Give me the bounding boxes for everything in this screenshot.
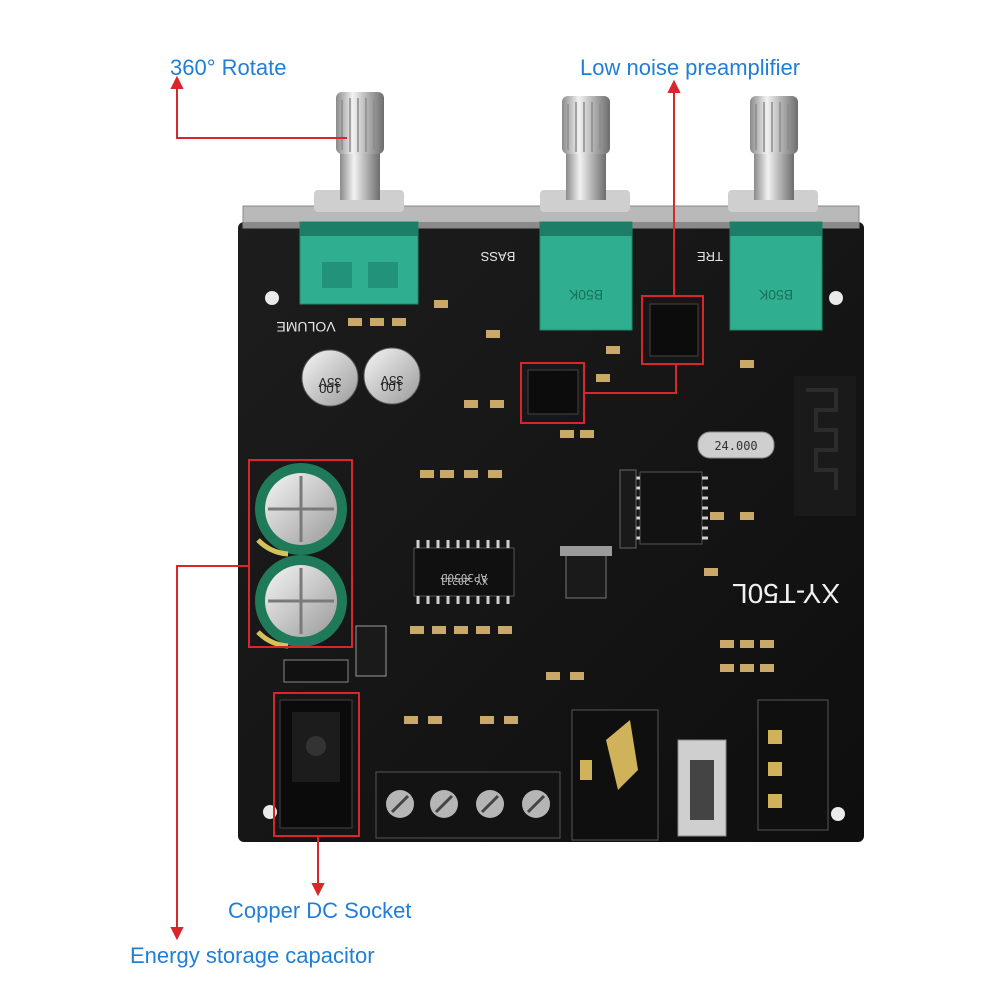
preamp-chip-1 <box>527 369 579 415</box>
antenna-area <box>794 376 856 516</box>
callout-markers <box>170 75 704 941</box>
smd-block <box>283 659 349 683</box>
bt-chip <box>634 471 708 545</box>
bt-chip-side <box>619 469 637 549</box>
svg-text:35V: 35V <box>380 373 403 388</box>
dc-socket-box <box>273 692 360 837</box>
silk-model: XY-T50L <box>732 578 840 609</box>
knob-volume <box>314 92 404 212</box>
knob-treble <box>728 96 818 212</box>
svg-text:35V: 35V <box>318 375 341 390</box>
mount-hole <box>829 291 843 305</box>
svg-text:AP3050D: AP3050D <box>441 571 487 584</box>
regulator <box>565 551 607 599</box>
cap-small-1: 100 35V <box>301 349 359 407</box>
smd-components <box>348 300 774 724</box>
crystal: 24.000 <box>697 431 775 459</box>
label-dc-socket: Copper DC Socket <box>228 898 412 923</box>
silk-treble: TRE <box>697 249 723 264</box>
mount-hole <box>265 291 279 305</box>
usb-port <box>677 739 727 837</box>
knob-bass <box>540 96 630 212</box>
cap-small-2: 100 35V <box>363 347 421 405</box>
amp-chip: AP3050D XY 20211 <box>413 540 515 604</box>
label-360-rotate: 360° Rotate <box>170 55 287 80</box>
cap-big-1 <box>255 463 347 557</box>
terminal-block <box>375 771 561 839</box>
preamp-box-2 <box>641 295 704 365</box>
cap-big-2 <box>255 555 347 649</box>
silk-volume: VOLUME <box>276 319 335 335</box>
label-energy-capacitor: Energy storage capacitor <box>130 943 375 968</box>
pot-code: B50K <box>568 287 603 303</box>
diode <box>355 625 387 677</box>
capacitor-box <box>248 459 353 648</box>
dc-socket <box>279 699 353 829</box>
pot-bass: B50K <box>539 221 633 331</box>
label-preamplifier: Low noise preamplifier <box>580 55 801 80</box>
pot-treble: B50K <box>729 221 823 331</box>
svg-text:100: 100 <box>381 379 403 394</box>
pot-code: B50K <box>758 287 793 303</box>
svg-text:100: 100 <box>319 381 341 396</box>
silk-bass: BASS <box>480 249 515 264</box>
svg-text:XY 20211: XY 20211 <box>440 575 488 586</box>
preamp-chip-2 <box>649 303 699 357</box>
audio-jack-left <box>571 709 659 841</box>
svg-text:24.000: 24.000 <box>714 439 757 453</box>
audio-jack-right <box>757 699 829 831</box>
pot-volume <box>299 221 419 305</box>
mount-hole <box>831 807 845 821</box>
